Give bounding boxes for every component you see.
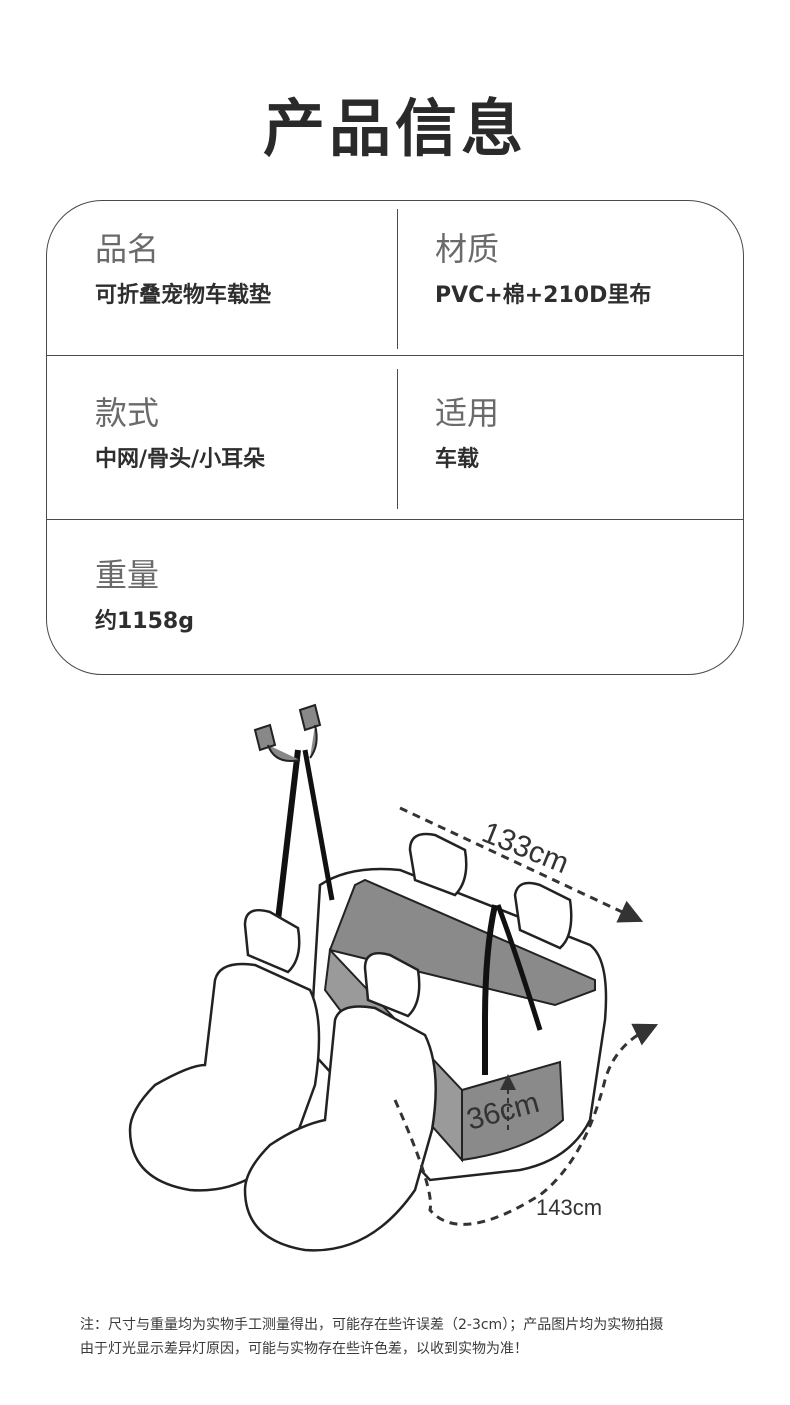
rear-headrest-1 xyxy=(408,832,468,897)
depth-dimension-arrow xyxy=(393,1023,659,1226)
info-label-material: 材质 xyxy=(435,230,500,268)
strap-left-2 xyxy=(302,749,335,901)
page-title: 产品信息 xyxy=(262,92,527,165)
strap-right xyxy=(482,904,498,1075)
front-seat-right xyxy=(243,1005,437,1252)
strap-right-2 xyxy=(495,904,543,1031)
front-headrest-right xyxy=(363,951,421,1018)
info-label-style: 款式 xyxy=(95,394,160,432)
seat-cover-diagram: 133cm 36cm 143cm xyxy=(128,703,659,1252)
info-label-weight: 重量 xyxy=(95,556,160,594)
row-divider-2 xyxy=(47,519,743,520)
info-value-material: PVC+棉+210D里布 xyxy=(435,283,652,308)
col-divider-1 xyxy=(397,209,398,349)
depth-dimension-label: 143cm xyxy=(536,1195,602,1220)
hook-right xyxy=(298,703,322,759)
pad-bottom-flap xyxy=(461,1060,565,1162)
width-dimension-label: 133cm xyxy=(477,816,573,880)
hook-left xyxy=(253,723,301,762)
width-dimension-arrow xyxy=(399,806,644,923)
info-value-style: 中网/骨头/小耳朵 xyxy=(95,447,266,472)
front-seat-left xyxy=(128,962,321,1192)
info-cell-style: 款式 中网/骨头/小耳朵 xyxy=(95,397,265,471)
disclaimer-note: 注：尺寸与重量均为实物手工测量得出，可能存在些许误差（2-3cm）；产品图片均为… xyxy=(80,1313,760,1361)
info-value-name: 可折叠宠物车载垫 xyxy=(95,283,272,308)
product-info-table: 品名 可折叠宠物车载垫 材质 PVC+棉+210D里布 款式 中网/骨头/小耳朵… xyxy=(46,200,744,675)
info-cell-name: 品名 可折叠宠物车载垫 xyxy=(95,233,271,307)
info-value-weight: 约1158g xyxy=(95,609,194,634)
info-cell-usage: 适用 车载 xyxy=(435,397,499,471)
info-value-usage: 车载 xyxy=(435,447,480,472)
col-divider-2 xyxy=(397,369,398,509)
info-label-name: 品名 xyxy=(95,230,160,268)
info-cell-weight: 重量 约1158g xyxy=(95,559,194,633)
info-label-usage: 适用 xyxy=(435,394,500,432)
front-headrest-left xyxy=(243,908,301,974)
rear-headrest-2 xyxy=(513,881,573,950)
strap-left xyxy=(275,749,301,921)
disclaimer-line-1: 注：尺寸与重量均为实物手工测量得出，可能存在些许误差（2-3cm）；产品图片均为… xyxy=(80,1317,664,1333)
info-cell-material: 材质 PVC+棉+210D里布 xyxy=(435,233,651,307)
disclaimer-line-2: 由于灯光显示差异灯原因，可能与实物存在些许色差，以收到实物为准！ xyxy=(80,1341,528,1357)
row-divider-1 xyxy=(47,355,743,356)
